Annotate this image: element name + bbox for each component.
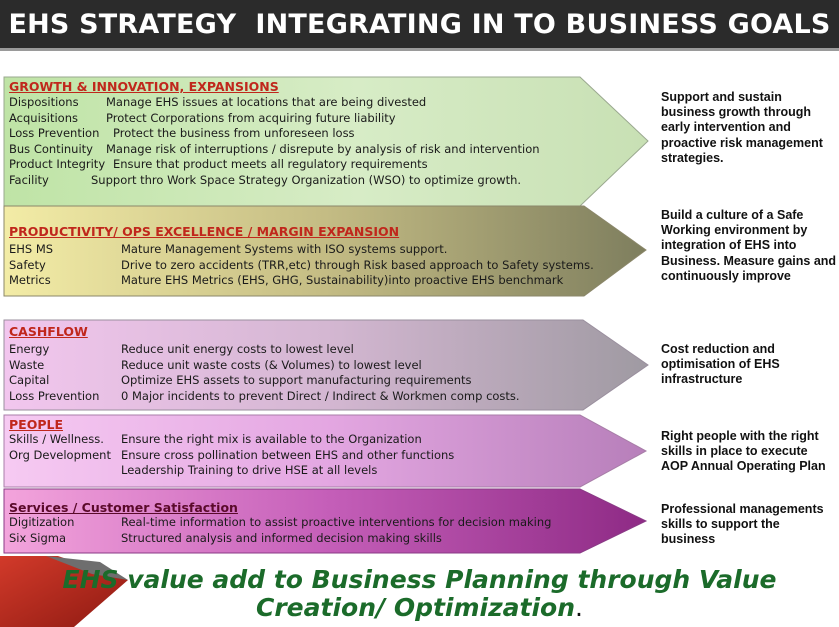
list-item: Acquisitions Protect Corporations from ac… (9, 111, 540, 127)
row-value: Ensure the right mix is available to the… (121, 432, 422, 446)
list-item: EHS MS Mature Management Systems with ISO… (9, 242, 594, 258)
row-value: Real-time information to assist proactiv… (121, 515, 552, 529)
list-item: Safety Drive to zero accidents (TRR,etc) … (9, 258, 594, 274)
outcome-growth: Support and sustain business growth thro… (661, 90, 823, 165)
list-item: Digitization Real-time information to ass… (9, 515, 551, 531)
list-item: Capital Optimize EHS assets to support ma… (9, 373, 520, 389)
row-key: Dispositions (9, 95, 79, 109)
row-key: Org Development (9, 447, 111, 462)
section-growth: GROWTH & INNOVATION, EXPANSIONS Disposit… (9, 79, 540, 189)
row-key: EHS MS (9, 242, 54, 256)
list-item: Dispositions Manage EHS issues at locatio… (9, 95, 540, 111)
row-value: Structured analysis and informed decisio… (121, 530, 442, 545)
outcome-cashflow: Cost reduction and optimisation of EHS i… (661, 342, 780, 387)
section-heading: CASHFLOW (9, 324, 88, 339)
row-value: Reduce unit energy costs to lowest level (121, 342, 354, 356)
footer-line-2-wrap: Creation/ Optimization. (0, 594, 839, 622)
row-value: Reduce unit waste costs (& Volumes) to l… (121, 357, 422, 372)
outcome-services: Professional managements skills to suppo… (661, 502, 824, 547)
footer-period: . (575, 593, 583, 622)
row-key: Facility (9, 172, 49, 187)
row-value: Mature Management Systems with ISO syste… (121, 242, 448, 256)
row-key: Six Sigma (9, 530, 67, 545)
outcome-people: Right people with the right skills in pl… (661, 429, 826, 474)
row-value: Protect Corporations from acquiring futu… (106, 110, 396, 125)
row-value: Drive to zero accidents (TRR,etc) throug… (121, 257, 594, 272)
list-item: Product Integrity Ensure that product mee… (9, 157, 540, 173)
row-value: 0 Major incidents to prevent Direct / In… (121, 388, 520, 403)
list-item: Org Development Ensure cross pollination … (9, 448, 454, 464)
section-heading: Services / Customer Satisfaction (9, 500, 238, 515)
row-key (9, 463, 121, 479)
row-value: Leadership Training to drive HSE at all … (121, 463, 378, 478)
footer-line-2: Creation/ Optimization (256, 593, 576, 622)
row-key: Acquisitions (9, 110, 78, 125)
row-key: Energy (9, 342, 50, 356)
title-bar: EHS STRATEGY INTEGRATING IN TO BUSINESS … (0, 0, 839, 48)
list-item: Loss Prevention Protect the business from… (9, 126, 540, 142)
row-value: Mature EHS Metrics (EHS, GHG, Sustainabi… (121, 273, 564, 288)
row-key: Product Integrity (9, 157, 106, 172)
outcome-productivity: Build a culture of a Safe Working enviro… (661, 208, 837, 283)
section-heading: PRODUCTIVITY/ OPS EXCELLENCE / MARGIN EX… (9, 224, 400, 239)
page-title: EHS STRATEGY INTEGRATING IN TO BUSINESS … (8, 8, 831, 40)
row-key: Waste (9, 357, 45, 372)
band-services-shape (3, 488, 648, 554)
list-item: Bus Continuity Manage risk of interruptio… (9, 142, 540, 158)
list-item: Six Sigma Structured analysis and informe… (9, 531, 551, 547)
row-key: Capital (9, 373, 50, 388)
band-productivity-shape (3, 205, 647, 297)
band-people-shape (3, 414, 648, 488)
row-value: Protect the business from unforeseen los… (113, 126, 355, 141)
corner-shadow (46, 556, 128, 580)
row-key: Loss Prevention (9, 388, 100, 403)
row-value: Manage risk of interruptions / disrepute… (106, 141, 540, 156)
row-key: Metrics (9, 273, 51, 288)
title-divider (0, 48, 839, 51)
footer-tagline: EHS value add to Business Planning throu… (0, 566, 839, 622)
list-item: Facility Support thro Work Space Strategy… (9, 173, 540, 189)
row-key: Safety (9, 257, 46, 272)
list-item: Waste Reduce unit waste costs (& Volumes)… (9, 358, 520, 374)
list-item: Skills / Wellness. Ensure the right mix i… (9, 432, 454, 448)
list-item: Energy Reduce unit energy costs to lowest… (9, 342, 520, 358)
row-key: Digitization (9, 515, 75, 529)
section-services: Services / Customer Satisfaction Digitiz… (9, 500, 551, 546)
section-heading: PEOPLE (9, 417, 63, 432)
section-heading: GROWTH & INNOVATION, EXPANSIONS (9, 79, 279, 94)
band-growth-shape (3, 76, 649, 207)
section-people: PEOPLE Skills / Wellness. Ensure the righ… (9, 417, 454, 479)
footer-line-1: EHS value add to Business Planning throu… (62, 565, 777, 594)
row-value: Ensure that product meets all regulatory… (113, 157, 428, 172)
list-item: Leadership Training to drive HSE at all … (9, 463, 454, 479)
row-key: Skills / Wellness. (9, 432, 104, 446)
section-cashflow: CASHFLOW Energy Reduce unit energy costs … (9, 324, 520, 404)
row-value: Optimize EHS assets to support manufactu… (121, 373, 472, 388)
row-value: Ensure cross pollination between EHS and… (121, 447, 455, 462)
section-productivity: PRODUCTIVITY/ OPS EXCELLENCE / MARGIN EX… (9, 224, 594, 289)
row-key: Bus Continuity (9, 141, 93, 156)
row-value: Support thro Work Space Strategy Organiz… (91, 172, 522, 187)
band-cashflow-shape (3, 319, 649, 411)
list-item: Loss Prevention 0 Major incidents to prev… (9, 389, 520, 405)
row-value: Manage EHS issues at locations that are … (106, 95, 427, 109)
list-item: Metrics Mature EHS Metrics (EHS, GHG, Sus… (9, 273, 594, 289)
row-key: Loss Prevention (9, 126, 100, 141)
